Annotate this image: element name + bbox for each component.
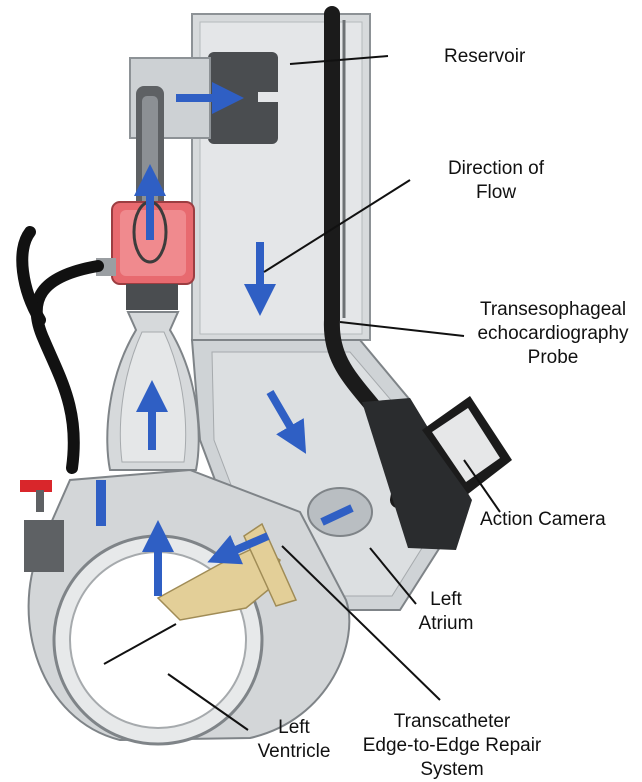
label-teer-line2: Edge-to-Edge Repair [344, 734, 560, 758]
label-left-ventricle: Left Ventricle [244, 716, 344, 764]
label-direction-line2: Flow [426, 181, 566, 205]
label-left-atrium: Left Atrium [406, 588, 486, 636]
label-tee-probe: Transesophageal echocardiography Probe [466, 298, 640, 370]
label-atrium-line1: Left [406, 588, 486, 612]
label-teer-line3: System [344, 758, 560, 782]
label-ventricle-line2: Ventricle [244, 740, 344, 764]
label-teer-line1: Transcatheter [344, 710, 560, 734]
pump [96, 202, 194, 310]
black-cable-end [22, 232, 40, 320]
label-atrium-line2: Atrium [406, 612, 486, 636]
label-reservoir: Reservoir [444, 45, 525, 69]
label-tee-line2: echocardiography [466, 322, 640, 346]
label-action-camera: Action Camera [480, 508, 606, 532]
label-direction-of-flow: Direction of Flow [426, 157, 566, 205]
label-direction-line1: Direction of [426, 157, 566, 181]
black-cable [37, 266, 98, 468]
label-tee-line1: Transesophageal [466, 298, 640, 322]
label-tee-line3: Probe [466, 346, 640, 370]
label-ventricle-line1: Left [244, 716, 344, 740]
label-teer-system: Transcatheter Edge-to-Edge Repair System [344, 710, 560, 782]
